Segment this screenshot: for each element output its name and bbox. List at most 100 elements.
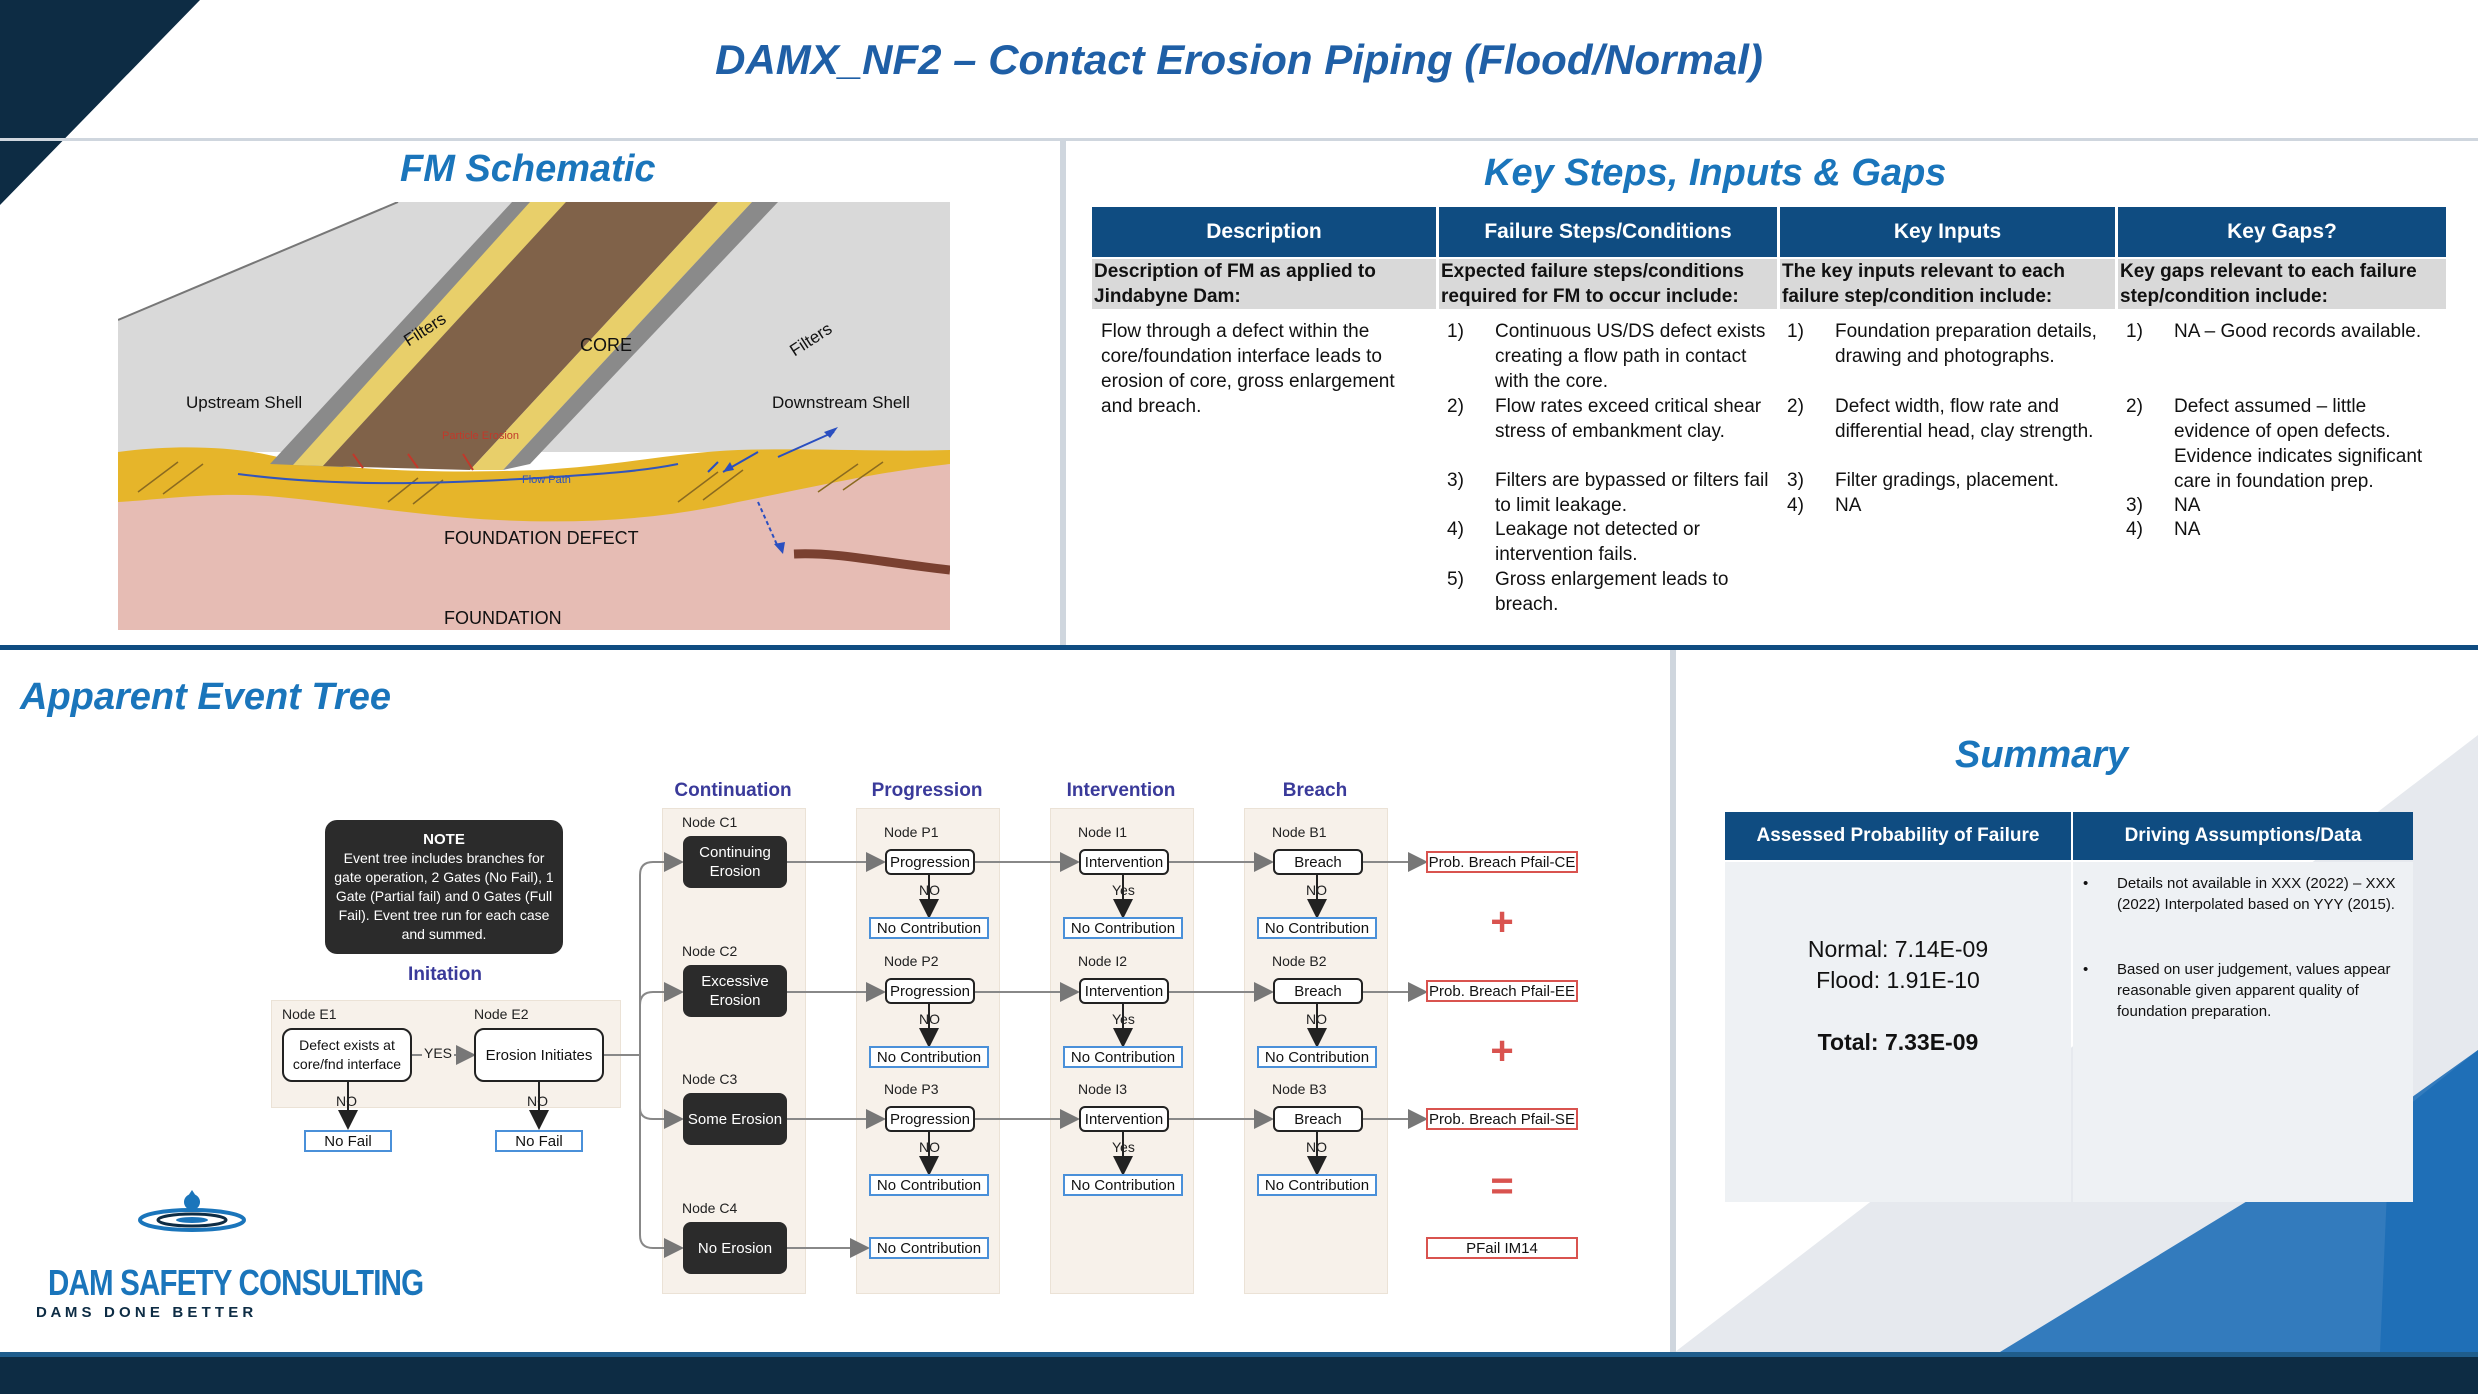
e1-no-label: NO	[336, 1093, 357, 1109]
i2-yes-label: Yes	[1112, 1011, 1135, 1027]
continuation-header: Continuation	[674, 780, 792, 801]
schematic-drawing	[118, 202, 950, 630]
continuation-column	[662, 808, 806, 1294]
col-header-description: Description	[1092, 207, 1436, 257]
step-number: 1)	[1447, 321, 1464, 342]
b3-no-contribution: No Contribution	[1257, 1174, 1377, 1196]
key-gap: 3) NA	[2126, 493, 2444, 518]
downstream-shell-label: Downstream Shell	[772, 393, 910, 412]
i1-yes-label: Yes	[1112, 882, 1135, 898]
node-p1-label: Node P1	[884, 824, 939, 840]
e2-no-label: NO	[527, 1093, 548, 1109]
gap-number: 2)	[2126, 396, 2143, 417]
flow-path-label: Flow Path	[522, 474, 571, 486]
result-pfail-im14: PFail IM14	[1426, 1237, 1578, 1259]
logo-icon	[138, 1190, 246, 1232]
assumption-text: Based on user judgement, values appear r…	[2117, 961, 2391, 1020]
failure-step: 5)Gross enlargement leads to breach.	[1447, 567, 1773, 617]
summary-header-assumptions: Driving Assumptions/Data	[2073, 812, 2413, 860]
node-b2-label: Node B2	[1272, 953, 1327, 969]
p3-no-contribution: No Contribution	[869, 1174, 989, 1196]
subheader-key-gaps: Key gaps relevant to each failure step/c…	[2118, 259, 2446, 309]
failure-step: 2) Flow rates exceed critical shear stres…	[1447, 394, 1773, 444]
event-tree-title: Apparent Event Tree	[20, 676, 391, 718]
input-number: 3)	[1787, 470, 1804, 491]
node-i3-box: Intervention	[1079, 1106, 1169, 1132]
p3-no-label: NO	[919, 1139, 940, 1155]
node-e1-box: Defect exists at core/fnd interface	[282, 1028, 412, 1082]
key-gap: 1)NA – Good records available.	[2126, 319, 2444, 344]
e1-yes-label: YES	[422, 1045, 455, 1061]
divider	[0, 645, 2478, 650]
gap-text: Defect assumed – little evidence of open…	[2174, 396, 2423, 492]
result-pfail-ce: Prob. Breach Pfail-CE	[1426, 851, 1578, 873]
input-number: 1)	[1787, 321, 1804, 342]
fm-description: Flow through a defect within the core/fo…	[1101, 321, 1395, 417]
node-e2-label: Node E2	[474, 1006, 529, 1022]
p2-no-contribution: No Contribution	[869, 1046, 989, 1068]
input-number: 2)	[1787, 396, 1804, 417]
p1-no-label: NO	[919, 882, 940, 898]
foundation-label: FOUNDATION	[444, 608, 562, 628]
gap-number: 1)	[2126, 321, 2143, 342]
key-input: 2)Defect width, flow rate and differenti…	[1787, 394, 2112, 444]
step-text: Flow rates exceed critical shear stress …	[1495, 396, 1762, 442]
key-steps-title: Key Steps, Inputs & Gaps	[1484, 152, 1947, 194]
foundation-defect-label: FOUNDATION DEFECT	[444, 528, 639, 548]
b1-no-contribution: No Contribution	[1257, 917, 1377, 939]
i1-no-contribution: No Contribution	[1063, 917, 1183, 939]
node-c2-label: Node C2	[682, 943, 738, 959]
summary-header-probability: Assessed Probability of Failure	[1725, 812, 2071, 860]
page-title: DAMX_NF2 – Contact Erosion Piping (Flood…	[715, 36, 1763, 83]
node-c1-box: Continuing Erosion	[683, 836, 787, 888]
key-input: 3)Filter gradings, placement.	[1787, 468, 2112, 493]
node-p3-box: Progression	[885, 1106, 975, 1132]
e2-no-fail: No Fail	[495, 1130, 583, 1152]
node-c3-label: Node C3	[682, 1071, 738, 1087]
failure-step: 3)Filters are bypassed or filters fail t…	[1447, 468, 1773, 518]
schematic-title: FM Schematic	[400, 148, 656, 190]
i3-yes-label: Yes	[1112, 1139, 1135, 1155]
note-text: Event tree includes branches for gate op…	[334, 850, 554, 942]
step-number: 2)	[1447, 396, 1464, 417]
assumption-bullet: • Based on user judgement, values appear …	[2083, 959, 2397, 1022]
node-e2-box: Erosion Initiates	[474, 1028, 604, 1082]
gap-text: NA	[2174, 495, 2201, 516]
step-text: Continuous US/DS defect exists creating …	[1495, 321, 1766, 392]
subheader-description: Description of FM as applied to Jindabyn…	[1092, 259, 1436, 309]
i2-no-contribution: No Contribution	[1063, 1046, 1183, 1068]
result-pfail-ee: Prob. Breach Pfail-EE	[1426, 980, 1578, 1002]
initiation-header: Initation	[408, 964, 482, 985]
input-text: Foundation preparation details, drawing …	[1835, 321, 2097, 367]
node-b1-label: Node B1	[1272, 824, 1327, 840]
summary-probability-cell	[1725, 862, 2071, 1202]
particle-erosion-label: Particle Erosion	[442, 430, 520, 442]
bullet-icon: •	[2083, 961, 2089, 978]
node-b2-box: Breach	[1273, 978, 1363, 1004]
node-c1-label: Node C1	[682, 814, 738, 830]
key-gap: 2) Defect assumed – little evidence of op…	[2126, 394, 2444, 494]
logo-name: DAM SAFETY CONSULTING	[48, 1262, 424, 1303]
gap-text: NA	[2174, 519, 2201, 540]
b2-no-label: NO	[1306, 1011, 1327, 1027]
gap-number: 3)	[2126, 495, 2143, 516]
progression-header: Progression	[871, 780, 983, 801]
node-b3-label: Node B3	[1272, 1081, 1327, 1097]
node-i1-box: Intervention	[1079, 849, 1169, 875]
step-text: Leakage not detected or intervention fai…	[1495, 519, 1700, 565]
step-text: Filters are bypassed or filters fail to …	[1495, 470, 1769, 516]
node-p2-label: Node P2	[884, 953, 939, 969]
bullet-icon: •	[2083, 875, 2089, 892]
subheader-key-inputs: The key inputs relevant to each failure …	[1780, 259, 2115, 309]
node-p3-label: Node P3	[884, 1081, 939, 1097]
node-p2-box: Progression	[885, 978, 975, 1004]
col-header-failure-steps: Failure Steps/Conditions	[1439, 207, 1777, 257]
node-i2-label: Node I2	[1078, 953, 1128, 969]
key-gap: 4)NA	[2126, 517, 2444, 542]
core-label: CORE	[580, 335, 633, 355]
subheader-failure-steps: Expected failure steps/conditions requir…	[1439, 259, 1777, 309]
result-pfail-se: Prob. Breach Pfail-SE	[1426, 1108, 1578, 1130]
note-box: NOTE Event tree includes branches for ga…	[325, 820, 563, 954]
node-p1-box: Progression	[885, 849, 975, 875]
breach-header: Breach	[1282, 780, 1348, 801]
